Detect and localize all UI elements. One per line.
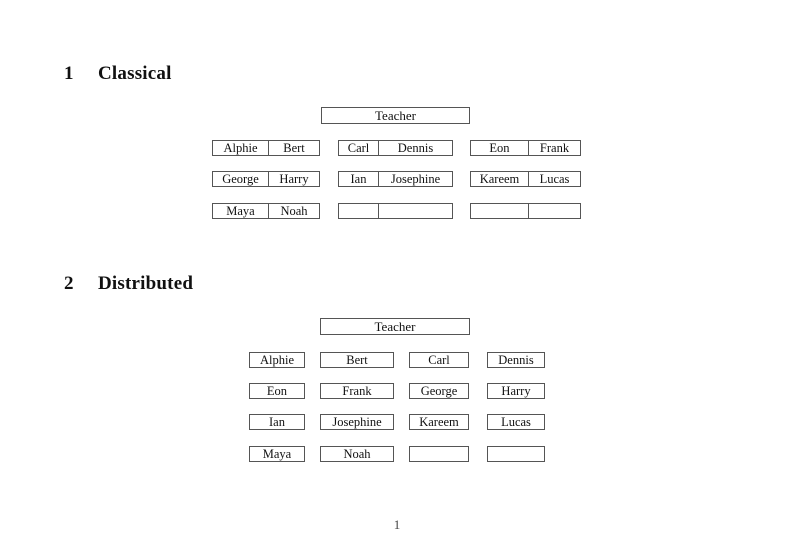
seat-pair: Carl Dennis: [338, 140, 453, 156]
seat-name: [339, 204, 378, 218]
seat-pair: Maya Noah: [212, 203, 320, 219]
seat-box: Maya: [249, 446, 305, 462]
seat-box: Bert: [320, 352, 394, 368]
seat-name: George: [222, 172, 259, 186]
seat-box: Harry: [487, 383, 545, 399]
seat-box-empty: [409, 446, 469, 462]
seat-name: [378, 204, 452, 218]
seat-box: Eon: [249, 383, 305, 399]
seat-box: Kareem: [409, 414, 469, 430]
seat-name: Bert: [268, 141, 319, 155]
seat-name: Carl: [347, 141, 370, 155]
seat-name: Harry: [268, 172, 319, 186]
seat-box: Carl: [409, 352, 469, 368]
section-2-number: 2: [64, 273, 74, 294]
seat-box: Frank: [320, 383, 394, 399]
seat-name: [471, 204, 528, 218]
seat-name: Josephine: [378, 172, 452, 186]
seat-name: [528, 204, 580, 218]
seat-box: Noah: [320, 446, 394, 462]
seat-name: Maya: [226, 204, 255, 218]
seat-name: Ian: [350, 172, 367, 186]
section-1-heading: 1 Classical: [64, 63, 172, 85]
seat-name: Dennis: [378, 141, 452, 155]
seat-box: Dennis: [487, 352, 545, 368]
seat-box: Josephine: [320, 414, 394, 430]
seat-pair-empty: [338, 203, 453, 219]
classical-teacher-box: Teacher: [321, 107, 470, 124]
seat-pair: Kareem Lucas: [470, 171, 581, 187]
seat-name: Noah: [268, 204, 319, 218]
seat-name: Frank: [528, 141, 580, 155]
section-1-title: Classical: [98, 63, 172, 84]
section-2-heading: 2 Distributed: [64, 273, 193, 295]
seat-pair-empty: [470, 203, 581, 219]
seat-pair: Alphie Bert: [212, 140, 320, 156]
seat-name: Alphie: [223, 141, 258, 155]
section-1-number: 1: [64, 63, 74, 84]
seat-box: Lucas: [487, 414, 545, 430]
section-2-title: Distributed: [98, 273, 194, 294]
seat-box-empty: [487, 446, 545, 462]
seat-pair: Eon Frank: [470, 140, 581, 156]
seat-box: Ian: [249, 414, 305, 430]
seat-box: Alphie: [249, 352, 305, 368]
seat-name: Lucas: [528, 172, 580, 186]
seat-pair: George Harry: [212, 171, 320, 187]
seat-box: George: [409, 383, 469, 399]
seat-name: Kareem: [479, 172, 520, 186]
seat-pair: Ian Josephine: [338, 171, 453, 187]
distributed-teacher-box: Teacher: [320, 318, 470, 335]
page-number: 1: [393, 517, 401, 532]
seat-name: Eon: [489, 141, 510, 155]
